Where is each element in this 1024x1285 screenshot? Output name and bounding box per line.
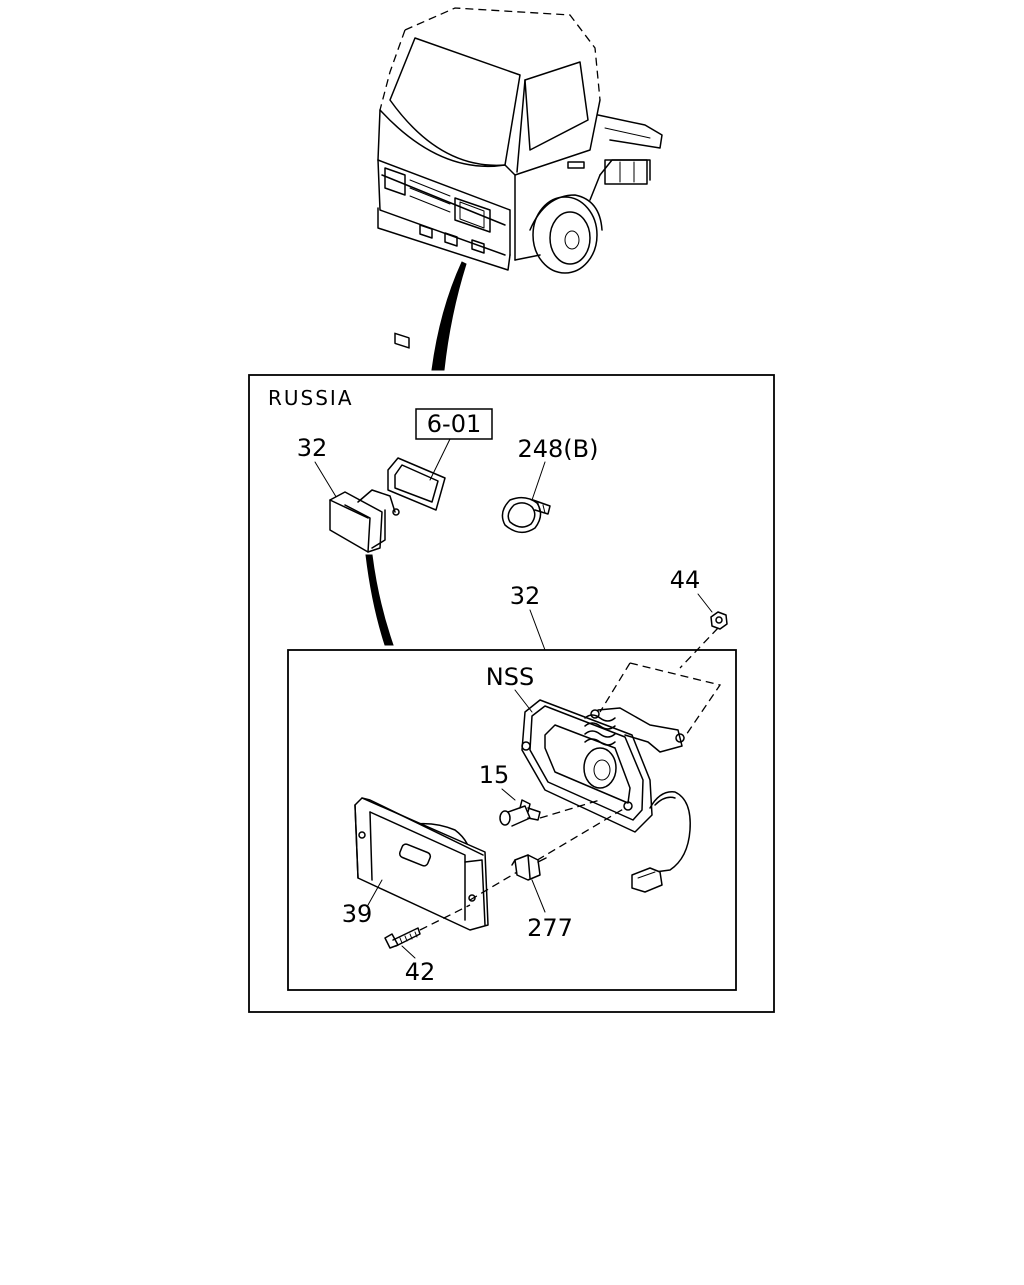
seal-gasket [387,457,446,511]
detail-frame [287,649,737,991]
callout-32-top[interactable]: 32 [297,434,328,462]
callout-277-leader [531,879,546,913]
callout-44[interactable]: 44 [670,566,701,594]
callout-39[interactable]: 39 [342,900,373,928]
callout-32-detail[interactable]: 32 [510,582,541,610]
callout-15-leader [501,788,516,801]
callout-42-leader [401,945,416,959]
ref-box-label[interactable]: 6-01 [427,410,481,438]
guide-lens [469,807,626,901]
callout-248b-leader [531,461,546,501]
guide-42 [419,904,471,931]
guide-15 [539,799,601,819]
callout-32-top-leader [314,461,339,501]
callout-248b[interactable]: 248(B) [518,435,599,463]
truck-leader [431,261,467,371]
callout-32-detail-leader [529,609,546,651]
nut-44 [710,611,728,630]
ref-box-leader [429,438,451,481]
callout-15[interactable]: 15 [479,761,510,789]
socket-277 [511,854,547,881]
callout-277[interactable]: 277 [527,914,573,942]
bulb-15 [499,799,541,827]
callout-42[interactable]: 42 [405,958,436,986]
guide-44-b [629,662,722,739]
callout-nss[interactable]: NSS [486,663,534,691]
truck-illustration [377,7,663,349]
callout-44-leader [697,593,713,613]
guide-44-c [599,662,631,713]
callout-39-leader [367,879,383,906]
russia-frame [248,374,775,1013]
guide-44-a [679,627,719,669]
lamp-housing-bracket [521,699,691,893]
lens-assembly-39 [354,797,489,931]
clamp-248b [501,496,551,534]
fog-lamp-small [329,489,400,553]
detail-leader [365,554,394,646]
region-label: RUSSIA [268,386,354,410]
ref-box-frame [415,408,493,440]
screw-42 [384,927,421,949]
